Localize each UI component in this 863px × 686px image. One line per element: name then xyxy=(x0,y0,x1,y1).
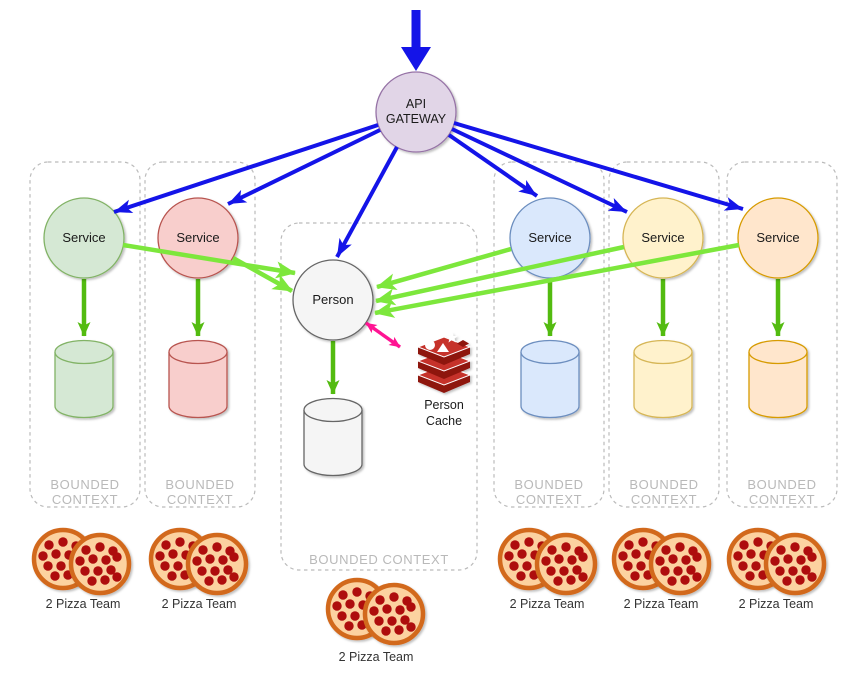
database-cylinder-orange xyxy=(748,339,808,419)
service-to-db-arrows xyxy=(77,279,785,395)
route-arrow-red xyxy=(227,128,381,206)
person-circle xyxy=(292,259,374,341)
route-arrow-person xyxy=(335,146,399,258)
pizza-team-label: 2 Pizza Team xyxy=(162,597,237,611)
bounded-context-label: CONTEXT xyxy=(631,492,697,507)
database-cylinder-person xyxy=(303,397,363,477)
database-cylinder-green xyxy=(54,339,114,419)
database-cylinder-yellow xyxy=(633,339,693,419)
service-node-red: Service xyxy=(157,197,239,279)
api-gateway-label: GATEWAY xyxy=(386,112,447,126)
bounded-context-label: BOUNDED xyxy=(50,477,119,492)
route-arrow-green xyxy=(113,123,379,214)
bounded-context-label: CONTEXT xyxy=(516,492,582,507)
redis-icon xyxy=(416,332,472,393)
service-node-green: Service xyxy=(43,197,125,279)
pizza-team-label: 2 Pizza Team xyxy=(510,597,585,611)
pizza-team-label: 2 Pizza Team xyxy=(624,597,699,611)
pizza-team-person: 2 Pizza Team xyxy=(328,580,423,664)
cache-sync-arrow xyxy=(364,321,402,349)
person-cache-label: Cache xyxy=(426,414,462,428)
person-cache-node: Person Cache xyxy=(416,332,472,428)
pizza-team-orange: 2 Pizza Team xyxy=(729,530,824,611)
person-call-blue xyxy=(376,246,512,290)
service-label: Service xyxy=(528,230,571,245)
service-label: Service xyxy=(176,230,219,245)
route-arrow-blue xyxy=(447,133,539,198)
bounded-context-orange: BOUNDED CONTEXT xyxy=(726,161,838,508)
bounded-context-label: BOUNDED CONTEXT xyxy=(309,552,449,567)
service-label: Service xyxy=(756,230,799,245)
api-gateway-node: API GATEWAY xyxy=(375,71,457,153)
person-call-arrows xyxy=(122,242,740,318)
bounded-context-label: BOUNDED xyxy=(747,477,816,492)
pizza-team-red: 2 Pizza Team xyxy=(151,530,246,611)
pizza-team-blue: 2 Pizza Team xyxy=(500,530,595,611)
pizza-team-green: 2 Pizza Team xyxy=(34,530,129,611)
pizza-team-label: 2 Pizza Team xyxy=(46,597,121,611)
service-label: Service xyxy=(641,230,684,245)
database-cylinder-red xyxy=(168,339,228,419)
pizza-team-yellow: 2 Pizza Team xyxy=(614,530,709,611)
bounded-context-person: BOUNDED CONTEXT xyxy=(280,222,478,571)
bounded-context-label: BOUNDED xyxy=(629,477,698,492)
inbound-traffic-arrow xyxy=(401,10,431,71)
bounded-context-label: CONTEXT xyxy=(52,492,118,507)
service-label: Service xyxy=(62,230,105,245)
bounded-context-yellow: BOUNDED CONTEXT xyxy=(608,161,720,508)
route-arrow-orange xyxy=(453,121,744,211)
person-label: Person xyxy=(312,292,353,307)
service-node-orange: Service xyxy=(737,197,819,279)
bounded-context-label: CONTEXT xyxy=(749,492,815,507)
person-call-red xyxy=(231,256,294,293)
bounded-context-label: BOUNDED xyxy=(514,477,583,492)
gateway-route-arrows xyxy=(113,121,744,258)
person-call-orange xyxy=(374,242,740,318)
person-cache-label: Person xyxy=(424,398,464,412)
person-call-yellow xyxy=(375,244,625,306)
service-circle xyxy=(737,197,819,279)
bounded-context-red: BOUNDED CONTEXT xyxy=(144,161,256,508)
person-node: Person xyxy=(292,259,374,341)
pizza-team-label: 2 Pizza Team xyxy=(339,650,414,664)
person-call-green xyxy=(122,242,296,279)
bounded-context-green: BOUNDED CONTEXT xyxy=(29,161,141,508)
pizza-team-label: 2 Pizza Team xyxy=(739,597,814,611)
service-circle xyxy=(157,197,239,279)
bounded-context-label: CONTEXT xyxy=(167,492,233,507)
service-node-yellow: Service xyxy=(622,197,704,279)
service-circle xyxy=(622,197,704,279)
service-circle xyxy=(43,197,125,279)
route-arrow-yellow xyxy=(451,127,628,214)
api-gateway-circle xyxy=(375,71,457,153)
bounded-context-blue: BOUNDED CONTEXT xyxy=(493,161,605,508)
api-gateway-label: API xyxy=(406,97,426,111)
database-cylinder-blue xyxy=(520,339,580,419)
service-node-blue: Service xyxy=(509,197,591,279)
bounded-context-label: BOUNDED xyxy=(165,477,234,492)
